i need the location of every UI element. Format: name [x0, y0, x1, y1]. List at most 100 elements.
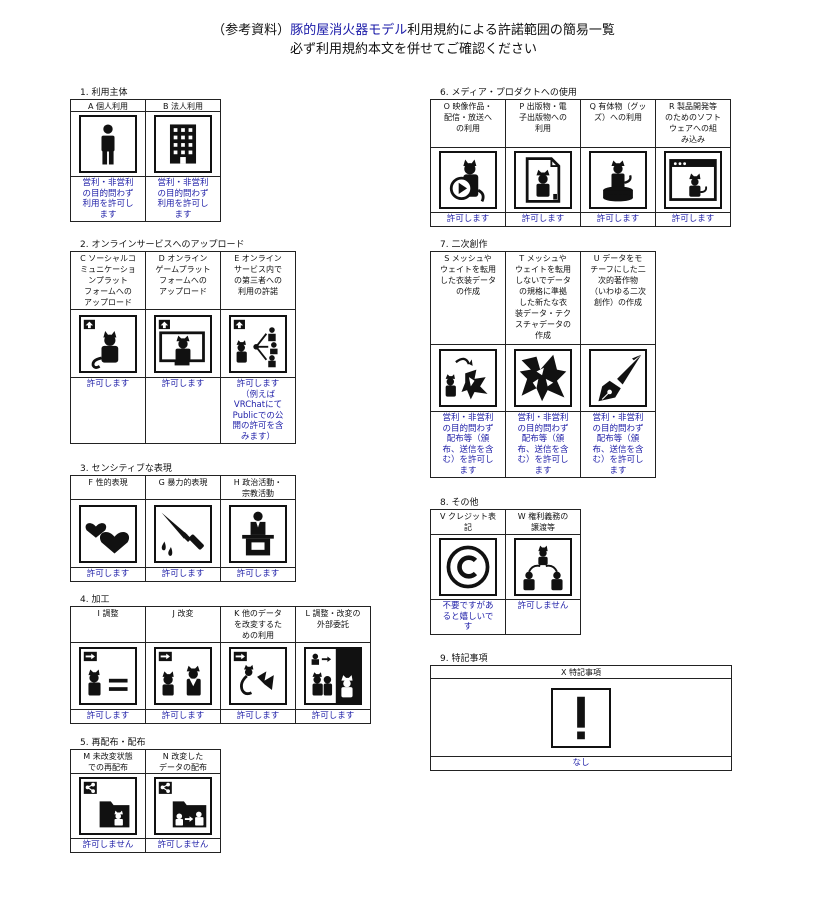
section-sensitive-expression: 3. センシティブな表現 F 性的表現 許可します G 暴力的表現 許可します …: [70, 464, 296, 582]
section-title: 3. センシティブな表現: [80, 464, 172, 474]
item-e: E オンライン サービス内で の第三者への 利用の許諾 許可します （例えば V…: [221, 252, 296, 444]
item-header: B 法人利用: [146, 100, 220, 112]
pen-nib-icon: [589, 349, 647, 407]
item-result: 許可します: [146, 710, 220, 724]
item-j: J 改変 許可します: [146, 607, 221, 724]
item-result: 許可します: [431, 213, 505, 227]
costume-transfer-icon: [439, 349, 497, 407]
model-name: 豚的屋消火器モデル: [290, 23, 408, 38]
item-header: S メッシュや ウェイトを転用 した衣装データ の作成: [431, 252, 505, 345]
item-d: D オンライン ゲームプラット フォームへの アップロード 許可します: [146, 252, 221, 444]
item-v: V クレジット表 記 不要ですがあ ると嬉しいで す: [431, 510, 506, 635]
item-header: O 映像作品・ 配信・放送へ の利用: [431, 100, 505, 148]
item-result: 許可します: [656, 213, 730, 227]
item-result: 営利・非営利 の目的問わず 利用を許可し ます: [146, 177, 220, 222]
section-title: 4. 加工: [80, 595, 110, 605]
office-building-icon: [154, 115, 212, 173]
item-result: 許可します: [506, 213, 580, 227]
item-u: U データをモ チーフにした二 次的著作物 （いわゆる二次 創作）の作成 営利・…: [581, 252, 656, 478]
game-upload-icon: [154, 314, 212, 373]
item-header: F 性的表現: [71, 476, 145, 500]
item-header: P 出版物・電 子出版物への 利用: [506, 100, 580, 148]
section-processing: 4. 加工 I 調整 許可します J 改変 許可します K 他のデータ を改変す…: [70, 595, 371, 724]
item-f: F 性的表現 許可します: [71, 476, 146, 582]
exclamation-icon: [551, 687, 611, 748]
item-result: 営利・非営利 の目的問わず 利用を許可し ます: [71, 177, 145, 222]
item-header: X 特記事項: [431, 666, 731, 679]
item-header: I 調整: [71, 607, 145, 643]
item-result: 営利・非営利 の目的問わず 配布等（頒 布、送信を含 む）を許可し ます: [581, 412, 655, 478]
title-prefix: （参考資料）: [212, 23, 291, 38]
section-redistribution: 5. 再配布・配布 M 未改変状態 での再配布 許可しません N 改変した デー…: [70, 738, 221, 853]
item-h: H 政治活動・ 宗教活動 許可します: [221, 476, 296, 582]
section-title: 8. その他: [440, 498, 479, 508]
section-title: 2. オンラインサービスへのアップロード: [80, 240, 245, 250]
item-p: P 出版物・電 子出版物への 利用 許可します: [506, 100, 581, 227]
section-derivative-work: 7. 二次創作 S メッシュや ウェイトを転用 した衣装データ の作成 営利・非…: [430, 240, 656, 478]
section-title: 7. 二次創作: [440, 240, 488, 250]
item-header: G 暴力的表現: [146, 476, 220, 500]
item-x: X 特記事項 なし: [431, 666, 732, 771]
item-header: N 改変した データの配布: [146, 750, 220, 774]
new-costume-icon: [514, 349, 572, 407]
item-result: 許可します （例えば VRChatにて Publicでの公 開の許可を含 みます…: [221, 378, 295, 444]
section-title: 1. 利用主体: [80, 88, 128, 98]
outsourcing-icon: [304, 647, 362, 705]
third-party-share-icon: [229, 314, 287, 373]
item-header: U データをモ チーフにした二 次的著作物 （いわゆる二次 創作）の作成: [581, 252, 655, 345]
person-icon: [79, 115, 137, 173]
item-result: 許可します: [146, 378, 220, 444]
item-result: 許可しません: [506, 600, 580, 635]
item-header: V クレジット表 記: [431, 510, 505, 535]
item-header: M 未改変状態 での再配布: [71, 750, 145, 774]
podium-speaker-icon: [229, 504, 287, 563]
item-b: B 法人利用 営利・非営利 の目的問わず 利用を許可し ます: [146, 100, 221, 222]
item-header: R 製品開発等 のためのソフト ウェアへの組 み込み: [656, 100, 730, 148]
item-i: I 調整 許可します: [71, 607, 146, 724]
title-suffix: 利用規約による許諾範囲の簡易一覧: [407, 23, 615, 38]
item-result: 許可します: [71, 378, 145, 444]
section-usage-subject: 1. 利用主体 A 個人利用 営利・非営利 の目的問わず 利用を許可し ます B…: [70, 88, 221, 222]
goods-figure-icon: [589, 151, 647, 209]
section-other: 8. その他 V クレジット表 記 不要ですがあ ると嬉しいで す W 権利義務…: [430, 498, 581, 635]
redistribute-icon: [79, 777, 137, 835]
item-n: N 改変した データの配布 許可しません: [146, 750, 221, 853]
rights-transfer-icon: [514, 538, 572, 596]
item-header: Q 有体物（グッ ズ）への利用: [581, 100, 655, 148]
item-result: 許可します: [221, 710, 295, 724]
section-special-notes: 9. 特記事項 X 特記事項 なし: [430, 654, 732, 771]
item-result: 営利・非営利 の目的問わず 配布等（頒 布、送信を含 む）を許可し ます: [506, 412, 580, 478]
hearts-icon: [79, 504, 137, 563]
item-q: Q 有体物（グッ ズ）への利用 許可します: [581, 100, 656, 227]
item-header: J 改変: [146, 607, 220, 643]
item-w: W 権利義務の 譲渡等 許可しません: [506, 510, 581, 635]
knife-icon: [154, 504, 212, 563]
section-title: 5. 再配布・配布: [80, 738, 146, 748]
social-upload-icon: [79, 314, 137, 373]
section-title: 6. メディア・プロダクトへの使用: [440, 88, 577, 98]
item-m: M 未改変状態 での再配布 許可しません: [71, 750, 146, 853]
copyright-icon: [439, 538, 497, 596]
item-g: G 暴力的表現 許可します: [146, 476, 221, 582]
item-header: W 権利義務の 譲渡等: [506, 510, 580, 535]
item-header: E オンライン サービス内で の第三者への 利用の許諾: [221, 252, 295, 310]
item-r: R 製品開発等 のためのソフト ウェアへの組 み込み 許可します: [656, 100, 731, 227]
item-a: A 個人利用 営利・非営利 の目的問わず 利用を許可し ます: [71, 100, 146, 222]
item-result: 許可します: [71, 710, 145, 724]
distribute-modified-icon: [154, 777, 212, 835]
page-subtitle: 必ず利用規約本文を併せてご確認ください: [289, 42, 537, 57]
item-l: L 調整・改変の 外部委託 許可します: [296, 607, 371, 724]
use-for-other-data-icon: [229, 647, 287, 705]
item-header: A 個人利用: [71, 100, 145, 112]
item-result: 不要ですがあ ると嬉しいで す: [431, 600, 505, 635]
item-s: S メッシュや ウェイトを転用 した衣装データ の作成 営利・非営利 の目的問わ…: [431, 252, 506, 478]
item-result: 許可しません: [146, 839, 220, 853]
item-header: D オンライン ゲームプラット フォームへの アップロード: [146, 252, 220, 310]
publication-icon: [514, 151, 572, 209]
section-online-upload: 2. オンラインサービスへのアップロード C ソーシャルコ ミュニケーショ ンプ…: [70, 240, 296, 444]
software-window-icon: [664, 151, 722, 209]
section-media-product: 6. メディア・プロダクトへの使用 O 映像作品・ 配信・放送へ の利用 許可し…: [430, 88, 731, 227]
item-c: C ソーシャルコ ミュニケーショ ンプラット フォームへの アップロード 許可し…: [71, 252, 146, 444]
section-title: 9. 特記事項: [440, 654, 488, 664]
item-header: L 調整・改変の 外部委託: [296, 607, 370, 643]
